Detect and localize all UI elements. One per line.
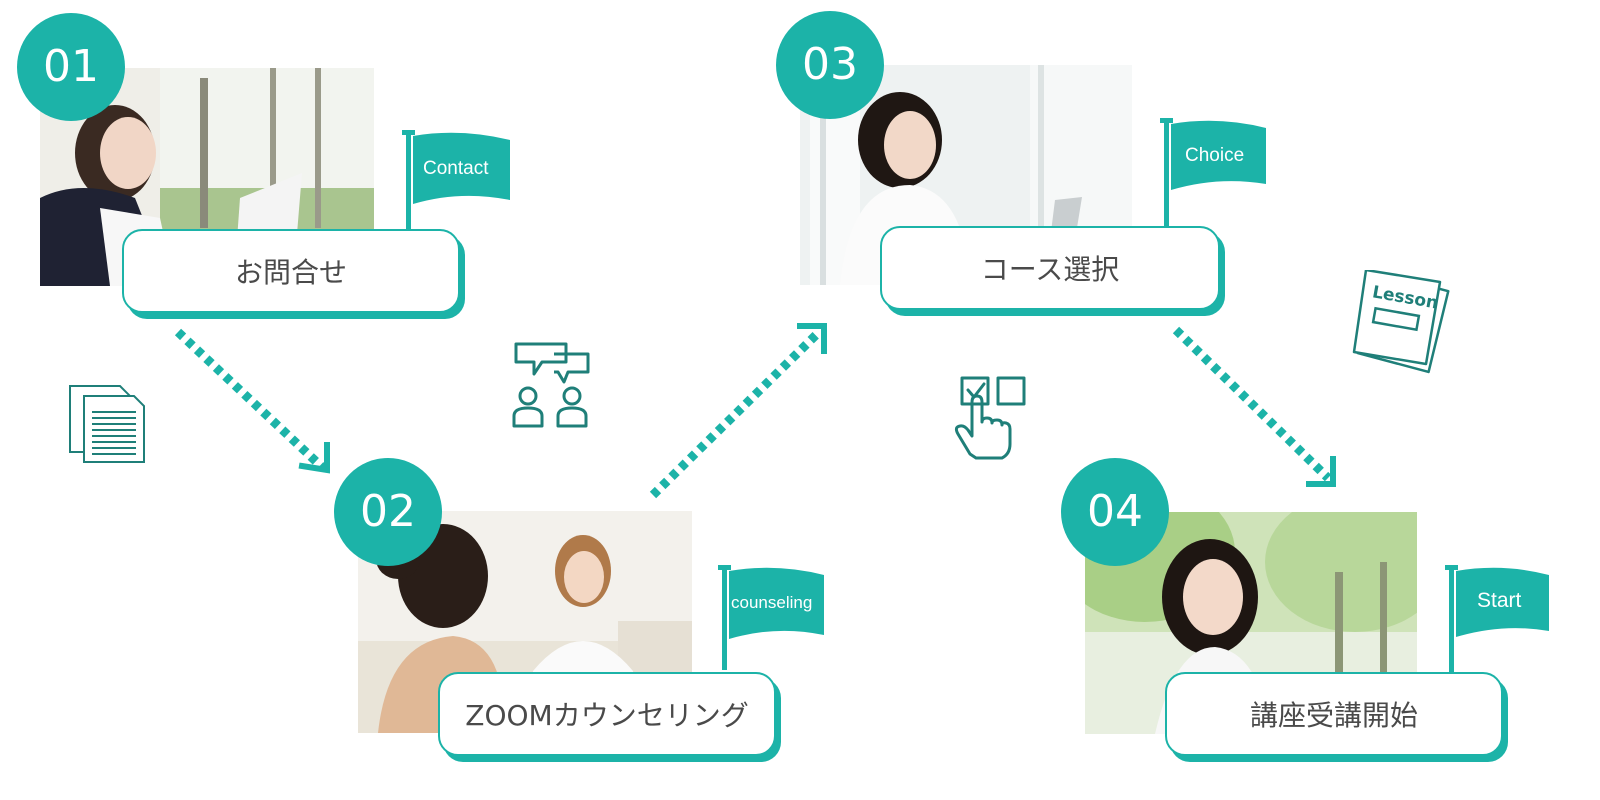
arrowhead-04 bbox=[1306, 456, 1336, 487]
step-04-label: 講座受講開始 bbox=[1165, 672, 1503, 756]
step-04-number: 04 bbox=[1061, 458, 1169, 566]
step-02-number: 02 bbox=[334, 458, 442, 566]
step-02-flag-label: counseling bbox=[731, 593, 813, 612]
step-01-label: お問合せ bbox=[122, 229, 460, 313]
arrow-01-to-02 bbox=[174, 328, 327, 472]
step-03-flag-label: Choice bbox=[1185, 145, 1245, 166]
arrow-02-to-03 bbox=[649, 329, 822, 499]
lesson-book-icon: Lesson bbox=[1352, 270, 1452, 374]
step-04-flag: Start bbox=[1443, 565, 1558, 673]
flag-icon bbox=[402, 130, 510, 230]
step-03-flag: Choice bbox=[1158, 118, 1278, 228]
flag-icon bbox=[718, 565, 824, 670]
people-chat-icon bbox=[512, 342, 590, 428]
flag-icon bbox=[1445, 565, 1549, 673]
step-01-flag-label: Contact bbox=[423, 158, 489, 179]
flag-icon bbox=[1160, 118, 1266, 228]
step-04-flag-label: Start bbox=[1477, 589, 1522, 612]
step-03-label: コース選択 bbox=[880, 226, 1220, 310]
step-03-number: 03 bbox=[776, 11, 884, 119]
arrowhead-03 bbox=[797, 323, 827, 354]
step-02-flag: counseling bbox=[716, 565, 836, 670]
step-01-flag: Contact bbox=[400, 130, 520, 230]
hand-checkbox-icon bbox=[954, 376, 1026, 460]
step-02-label: ZOOMカウンセリング bbox=[438, 672, 776, 756]
documents-icon bbox=[69, 385, 145, 463]
step-01-number: 01 bbox=[17, 13, 125, 121]
arrow-03-to-04 bbox=[1172, 326, 1332, 482]
arrowhead-02 bbox=[298, 442, 330, 474]
